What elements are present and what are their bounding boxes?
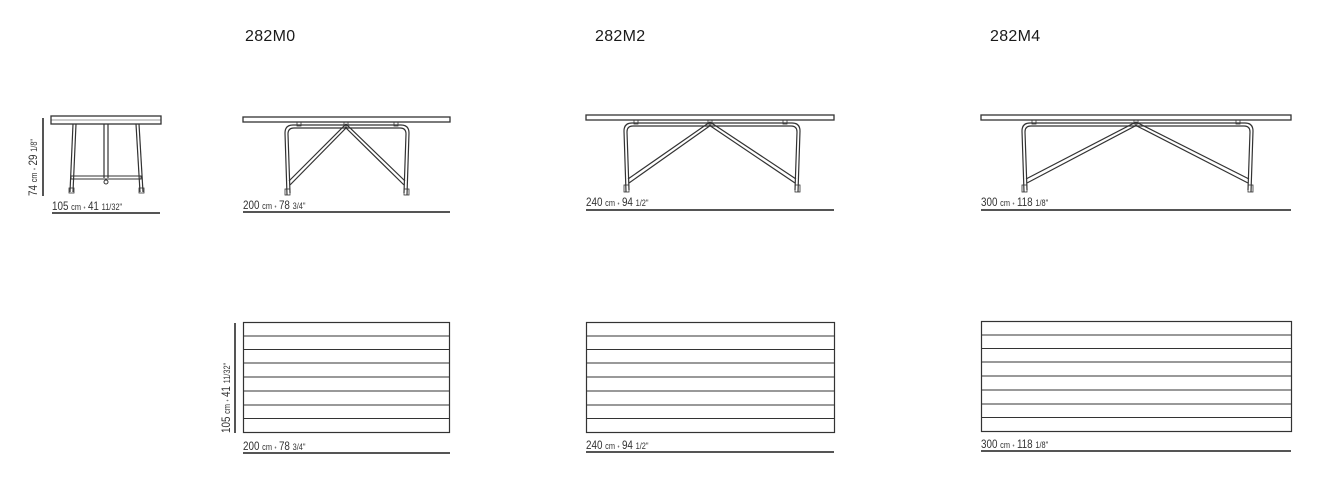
separator-dot: • <box>274 445 277 452</box>
table-elevation-282m0-icon <box>242 116 451 196</box>
height-cm-value: 74 <box>26 185 40 196</box>
in-value: 118 <box>1016 195 1033 209</box>
side-depth-dim-line <box>52 212 160 214</box>
height-cm-unit: cm <box>29 172 39 183</box>
cm-value: 105 <box>219 416 233 433</box>
cm-value: 300 <box>981 195 998 209</box>
in-value: 94 <box>621 195 633 209</box>
model-title-282m4: 282M4 <box>990 28 1041 45</box>
separator-dot: • <box>83 205 86 212</box>
in-fraction: 1/8" <box>1035 440 1049 450</box>
elevation-dimension-282m4: 300 cm•118 1/8" <box>981 195 1048 209</box>
cm-unit: cm <box>262 442 273 452</box>
table-elevation-282m4-icon <box>980 114 1292 193</box>
separator-dot: • <box>1012 201 1015 208</box>
model-title-282m0: 282M0 <box>245 28 296 45</box>
in-fraction: 1/2" <box>635 441 649 451</box>
height-in-fraction: 1/8" <box>29 138 39 152</box>
in-value: 78 <box>278 439 290 453</box>
cm-value: 200 <box>243 439 260 453</box>
side-depth-dimension: 105 cm•41 11/32" <box>52 199 122 213</box>
separator-dot: • <box>274 204 277 211</box>
plan-width-dim-line-282m2 <box>586 451 834 453</box>
cm-unit: cm <box>605 198 616 208</box>
in-value: 118 <box>1016 437 1033 451</box>
table-plan-282m2-icon <box>585 321 836 434</box>
cm-unit: cm <box>605 441 616 451</box>
table-elevation-282m2-icon <box>585 114 835 193</box>
depth-cm-unit: cm <box>71 202 82 212</box>
depth-cm-value: 105 <box>52 199 69 213</box>
height-dimension: 74 cm•29 1/8" <box>26 139 40 196</box>
plan-depth-dim-line <box>234 323 236 433</box>
in-fraction: 1/2" <box>635 198 649 208</box>
cm-value: 240 <box>586 438 603 452</box>
cm-value: 240 <box>586 195 603 209</box>
cm-unit: cm <box>262 201 273 211</box>
separator-dot: • <box>617 444 620 451</box>
height-dim-line <box>42 118 44 196</box>
table-plan-282m0-icon <box>242 321 451 434</box>
cm-value: 200 <box>243 198 260 212</box>
in-fraction: 3/4" <box>292 201 306 211</box>
plan-width-dim-line-282m4 <box>981 450 1291 452</box>
plan-width-dimension-282m4: 300 cm•118 1/8" <box>981 437 1048 451</box>
elevation-dimension-282m2: 240 cm•94 1/2" <box>586 195 649 209</box>
cm-value: 300 <box>981 437 998 451</box>
depth-in-fraction: 11/32" <box>101 202 123 212</box>
separator-dot: • <box>32 167 39 171</box>
plan-width-dimension-282m0: 200 cm•78 3/4" <box>243 439 306 453</box>
elevation-dim-line-282m2 <box>586 209 834 211</box>
elevation-dimension-282m0: 200 cm•78 3/4" <box>243 198 306 212</box>
height-in-value: 29 <box>26 154 40 166</box>
separator-dot: • <box>1012 443 1015 450</box>
in-value: 94 <box>621 438 633 452</box>
in-fraction: 11/32" <box>222 362 232 384</box>
in-fraction: 3/4" <box>292 442 306 452</box>
cm-unit: cm <box>1000 440 1011 450</box>
cm-unit: cm <box>222 403 232 414</box>
separator-dot: • <box>225 399 232 402</box>
in-value: 78 <box>278 198 290 212</box>
plan-depth-dimension-282m0: 105 cm•41 11/32" <box>219 363 233 433</box>
depth-in-value: 41 <box>87 199 99 213</box>
table-plan-282m4-icon <box>980 320 1293 433</box>
cm-unit: cm <box>1000 198 1011 208</box>
model-title-282m2: 282M2 <box>595 28 646 45</box>
elevation-dim-line-282m4 <box>981 209 1291 211</box>
plan-width-dim-line-282m0 <box>243 452 450 454</box>
side-view-table-icon <box>50 115 162 194</box>
elevation-dim-line-282m0 <box>243 211 450 213</box>
in-fraction: 1/8" <box>1035 198 1049 208</box>
in-value: 41 <box>219 386 233 398</box>
separator-dot: • <box>617 201 620 208</box>
plan-width-dimension-282m2: 240 cm•94 1/2" <box>586 438 649 452</box>
